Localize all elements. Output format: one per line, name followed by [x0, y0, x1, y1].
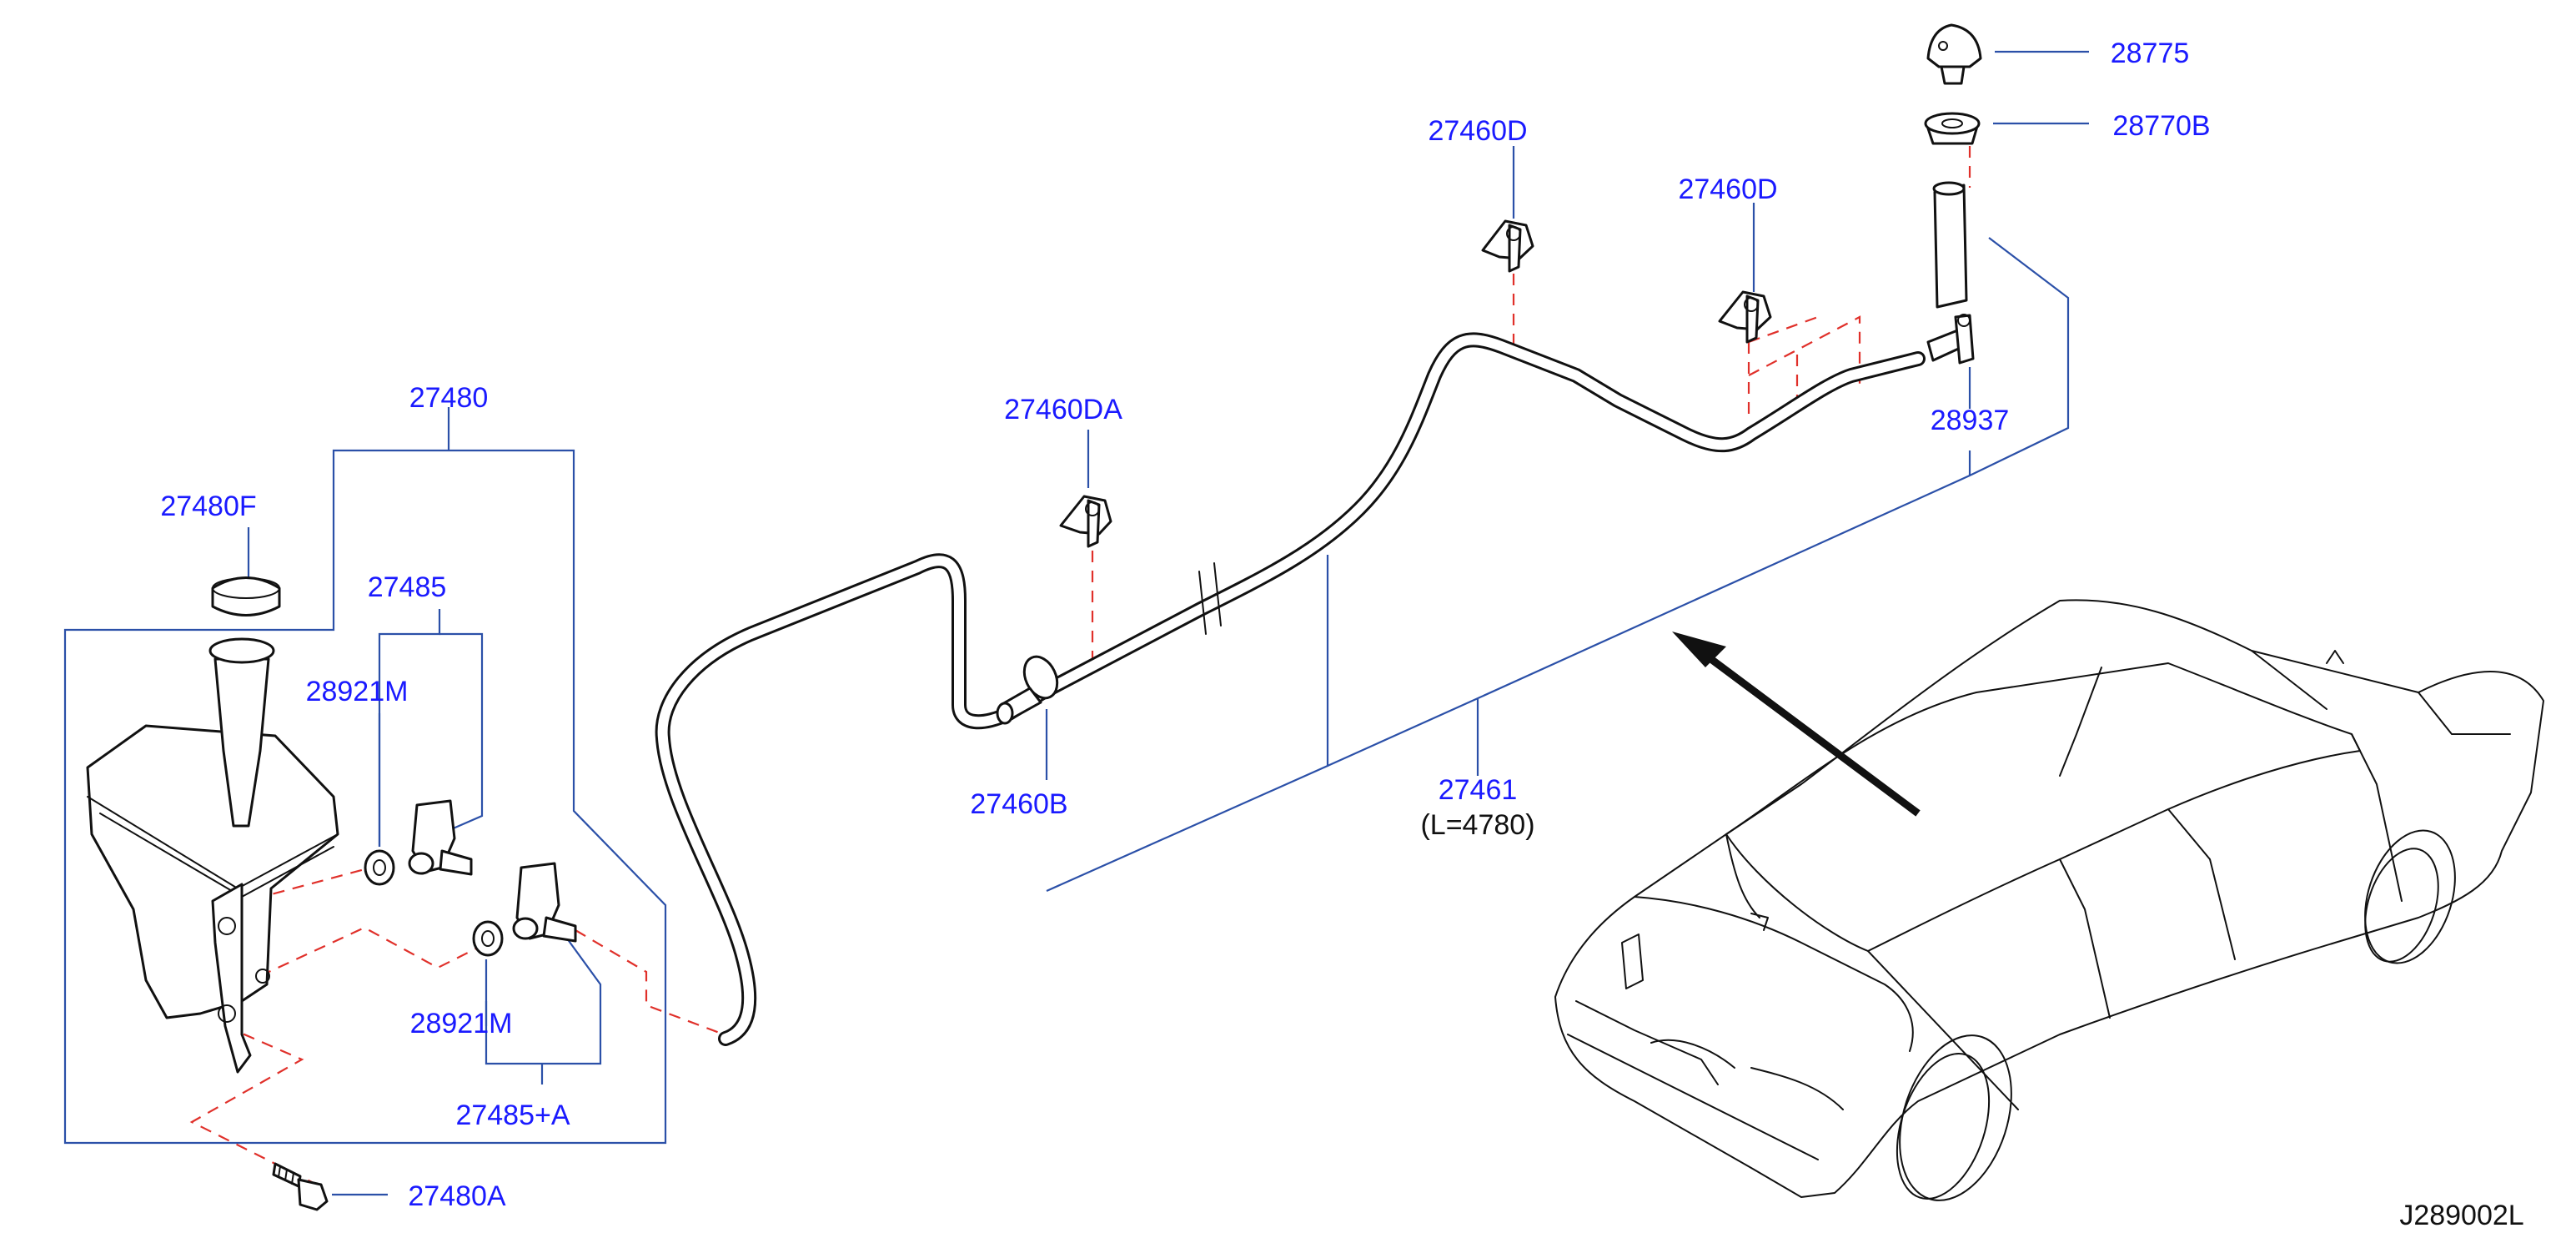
- washer-nozzle: [1926, 23, 1982, 85]
- part-labels: 27480 27480F 27485 28921M 28921M 27485+A…: [160, 38, 2523, 1231]
- label-27480f[interactable]: 27480F: [160, 491, 256, 522]
- label-28921m-bottom[interactable]: 28921M: [410, 1008, 513, 1039]
- grommet-top: [364, 849, 395, 886]
- label-27485-a[interactable]: 27485+A: [455, 1100, 570, 1131]
- tank-cap: [211, 576, 281, 616]
- label-27460d-2[interactable]: 27460D: [1678, 174, 1777, 205]
- hose-clip-da: [1059, 495, 1112, 548]
- washer-hose: [655, 332, 1926, 1046]
- label-28770b[interactable]: 28770B: [2112, 110, 2210, 142]
- label-28921m-top[interactable]: 28921M: [306, 676, 409, 707]
- hose-clip-d2: [1718, 290, 1772, 344]
- nozzle-pipe: [1932, 181, 1968, 309]
- diagram-code: J289002L: [2399, 1200, 2523, 1231]
- label-28775[interactable]: 28775: [2111, 38, 2190, 69]
- hose-joint: [1926, 314, 1975, 365]
- label-27480[interactable]: 27480: [409, 382, 489, 414]
- label-27460b[interactable]: 27460B: [970, 788, 1067, 820]
- label-27485[interactable]: 27485: [368, 571, 447, 603]
- washer-tank: [86, 637, 339, 1074]
- leader-lines: [63, 50, 2089, 1196]
- bolt: [272, 1162, 329, 1211]
- label-27461[interactable]: 27461: [1439, 774, 1518, 806]
- washer-pump-front: [408, 799, 473, 876]
- label-27480a[interactable]: 27480A: [408, 1180, 506, 1212]
- grommet-bottom: [472, 920, 504, 957]
- label-28937[interactable]: 28937: [1931, 405, 2010, 436]
- car-illustration: [1554, 599, 2544, 1201]
- label-27461-length: (L=4780): [1420, 809, 1534, 841]
- grommet-28770b: [1924, 112, 1981, 145]
- dashed-guides: [189, 146, 1971, 1185]
- hose-clip-d1: [1481, 219, 1534, 273]
- washer-pump-rear: [512, 862, 577, 943]
- label-27460da[interactable]: 27460DA: [1004, 394, 1122, 425]
- label-27460d-1[interactable]: 27460D: [1428, 115, 1527, 147]
